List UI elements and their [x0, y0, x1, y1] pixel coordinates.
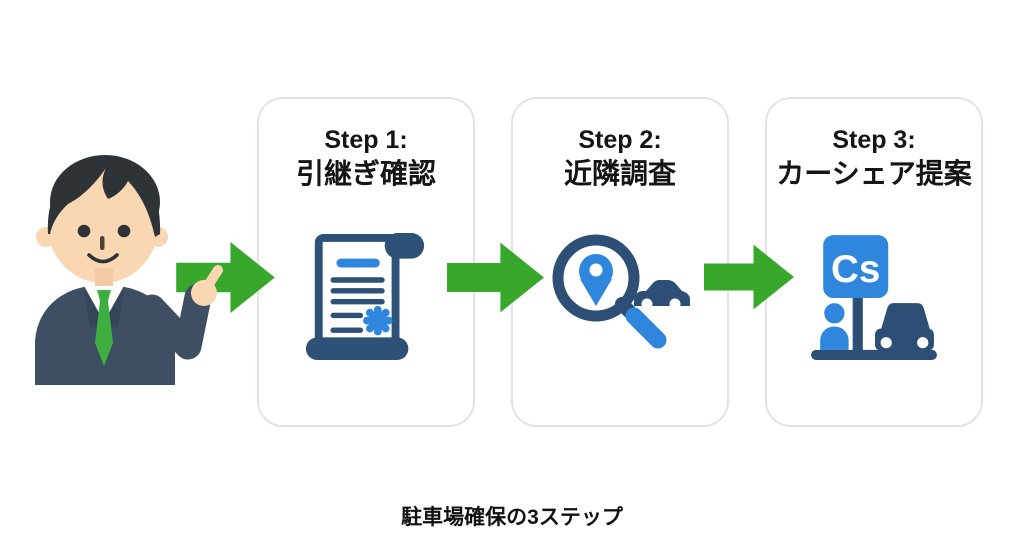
sign-text: Cs: [831, 248, 880, 291]
step-label: Step 1:: [324, 126, 408, 154]
step-card-2: Step 2: 近隣調査: [511, 97, 729, 427]
businessman-illustration: [35, 155, 223, 385]
green-arrow-icon: [704, 244, 794, 310]
step-label: Step 3:: [832, 126, 916, 154]
step-card-1: Step 1: 引継ぎ確認: [257, 97, 475, 427]
contract-scroll-icon: [305, 232, 425, 360]
step-title: 近隣調査: [563, 158, 676, 190]
diagram-caption: 駐車場確保の3ステップ: [401, 506, 623, 529]
green-arrow-icon: [447, 242, 544, 313]
map-search-icon: [552, 234, 690, 349]
step-title: 引継ぎ確認: [295, 158, 436, 190]
carshare-station-icon: Cs: [811, 234, 937, 360]
step-card-3: Step 3: カーシェア提案 Cs: [765, 97, 983, 427]
green-arrow-icon: [176, 242, 275, 313]
step-title: カーシェア提案: [776, 158, 972, 190]
step-label: Step 2:: [578, 126, 662, 154]
